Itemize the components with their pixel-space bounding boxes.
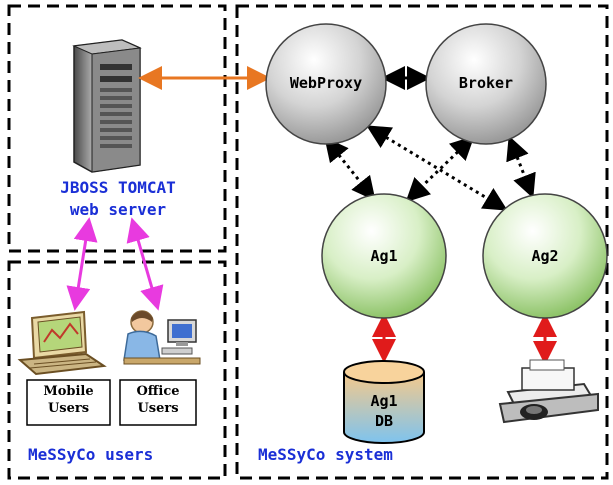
office-users-label: Office Users xyxy=(120,380,196,425)
webproxy-node xyxy=(265,23,387,145)
webproxy-label: WebProxy xyxy=(289,74,363,92)
mobile-users-box xyxy=(26,379,111,426)
office-user-icon xyxy=(123,310,201,365)
ag1-label: Ag1 xyxy=(370,247,398,265)
server-office-link xyxy=(126,217,164,311)
ag1-node xyxy=(321,193,447,319)
webproxy-ag1-link xyxy=(324,136,376,202)
system-region-label: MeSSyCo system xyxy=(258,445,393,464)
users-region-label: MeSSyCo users xyxy=(28,445,154,464)
db-label-line2: DB xyxy=(374,412,394,430)
laptop-icon xyxy=(17,310,107,376)
server-region xyxy=(7,4,227,253)
office-users-line2: Users xyxy=(137,401,179,416)
server-icon xyxy=(72,39,142,173)
database-icon xyxy=(343,360,425,444)
office-users-line1: Office xyxy=(136,384,180,399)
printer-icon xyxy=(498,359,599,424)
broker-ag1-link xyxy=(405,135,475,203)
broker-ag2-link xyxy=(506,135,536,199)
db-label-line1: Ag1 xyxy=(370,392,398,410)
server-label-line1: JBOSS TOMCAT xyxy=(60,178,176,197)
ag2-node xyxy=(482,193,608,319)
users-region xyxy=(7,260,227,480)
mobile-users-line1: Mobile xyxy=(43,384,94,399)
office-users-box xyxy=(119,379,197,426)
server-mobile-link xyxy=(66,217,98,311)
system-region xyxy=(235,4,609,480)
broker-label: Broker xyxy=(458,74,514,92)
ag2-label: Ag2 xyxy=(531,247,559,265)
mobile-users-line2: Users xyxy=(47,401,90,416)
broker-node xyxy=(425,23,547,145)
server-label-line2: web server xyxy=(69,200,167,219)
mobile-users-label: Mobile Users xyxy=(27,380,110,425)
